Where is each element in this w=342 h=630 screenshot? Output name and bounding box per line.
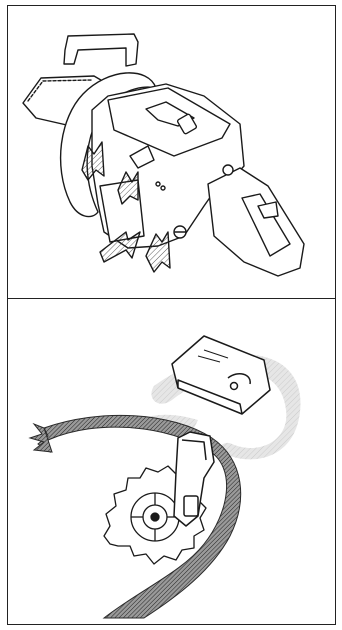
cooling-airflow-panel xyxy=(8,300,335,624)
chainsaw-illustration xyxy=(8,6,335,297)
air-duct xyxy=(174,432,214,526)
panel-divider xyxy=(7,298,336,299)
rear-handle xyxy=(64,34,138,66)
air-filter-cover xyxy=(172,336,270,414)
air-intake-arrow-1 xyxy=(100,232,140,262)
chainsaw-panel xyxy=(8,6,335,297)
decompression-valve xyxy=(223,165,233,175)
front-housing xyxy=(208,168,304,276)
airflow-illustration xyxy=(8,300,335,624)
